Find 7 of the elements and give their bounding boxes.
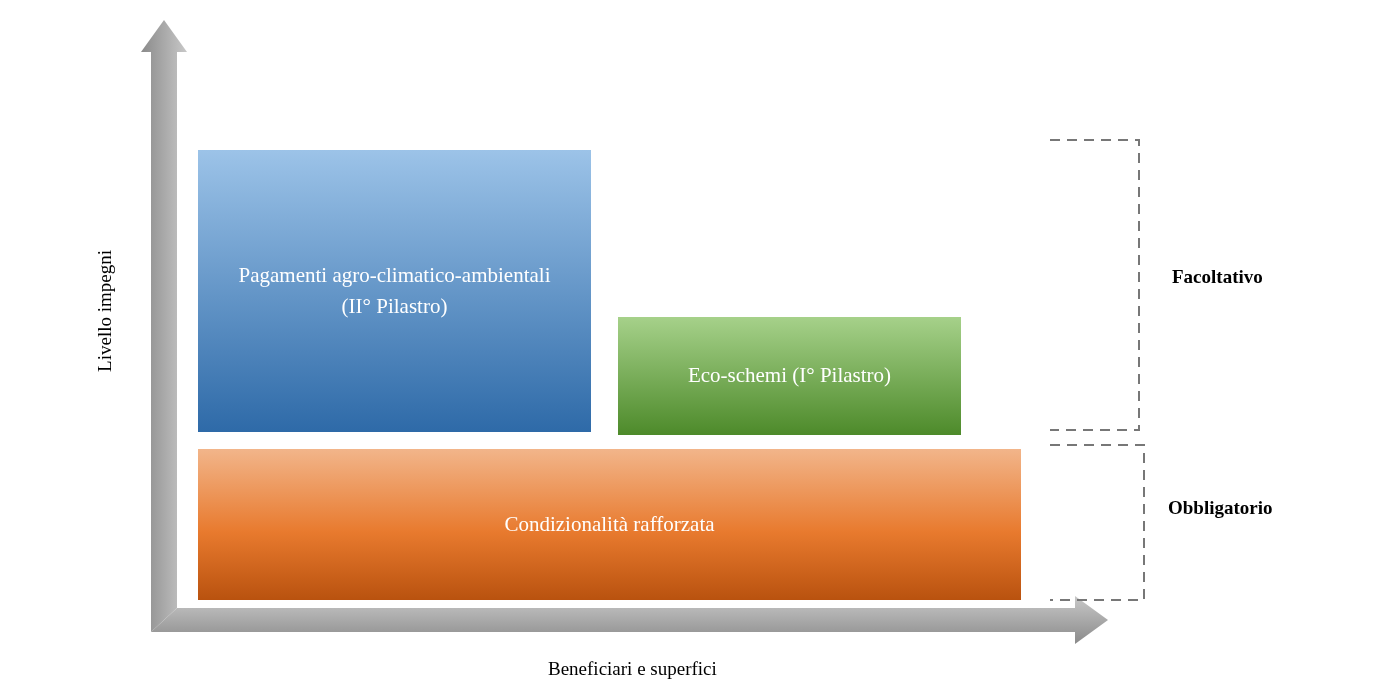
bracket-label: Facoltativo	[1172, 266, 1263, 288]
conditionality-block: Condizionalità rafforzata	[198, 449, 1021, 600]
axis-title: Beneficiari e superfici	[548, 658, 717, 680]
bracket-label: Obbligatorio	[1168, 497, 1273, 519]
payment-block: Pagamenti agro-climatico-ambientali (II° Pilastro)	[198, 150, 591, 432]
axis-title: Livello impegni	[94, 250, 116, 372]
eco-scheme-block: Eco-schemi (I° Pilastro)	[618, 317, 961, 435]
